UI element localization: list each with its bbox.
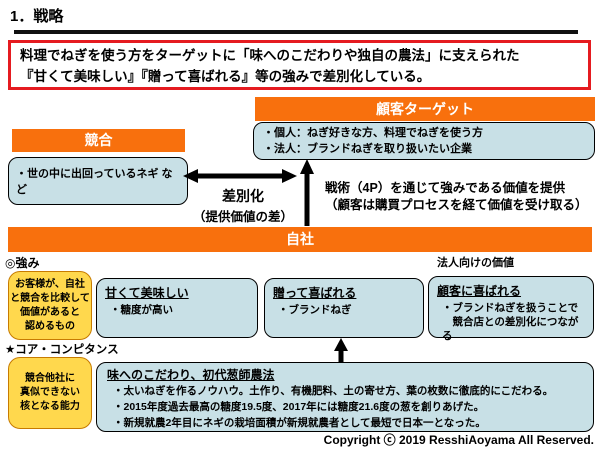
- core-competence-definition-box: 競合他社に 真似できない 核となる能力: [8, 357, 92, 429]
- strength-corporate-bullet-1: ・ブランドねぎを扱うことで: [442, 302, 579, 314]
- page-title: 1．戦略: [10, 8, 64, 25]
- strength-definition-line: お客様が、自社: [15, 278, 85, 290]
- strength-corporate-bullet-2: 競合店との差別化につながる: [442, 316, 579, 342]
- strength-box-corporate: 顧客に喜ばれる ・ブランドねぎを扱うことで 競合店との差別化につながる: [428, 276, 594, 342]
- strength-definition-box: お客様が、自社 と競合を比較して 価値があると 認めるもの: [8, 271, 92, 340]
- title-underline: [14, 30, 578, 34]
- differentiation-sublabel: （提供価値の差）: [192, 210, 293, 224]
- differentiation-label: 差別化: [222, 188, 264, 204]
- customer-item-corporate: ・法人：ブランドねぎを取り扱いたい企業: [263, 143, 472, 155]
- value-delivery-up-arrow-icon: [300, 159, 314, 226]
- tactics-line-1: 戦術（4P）を通じて強みである価値を提供: [325, 181, 566, 195]
- summary-line-2: 『甘くて美味しい』『贈って喜ばれる』等の強みで差別化している。: [20, 69, 431, 84]
- strength-corporate-title: 顧客に喜ばれる: [437, 284, 522, 298]
- core-competence-definition-line: 核となる能力: [20, 401, 80, 412]
- summary-line-1: 料理でねぎを使う方をターゲットに「味へのこだわりや独自の農法」に支えられた: [20, 48, 520, 63]
- strength-box-sweet: 甘くて美味しい ・糖度が高い: [96, 278, 258, 338]
- core-method-bullet-3: ・新規就農2年目にネギの栽培面積が新規就農者として最短で日本一となった。: [113, 417, 486, 429]
- core-competence-definition-line: 真似できない: [20, 387, 80, 398]
- strength-sweet-bullet: ・糖度が高い: [110, 304, 173, 316]
- strength-definition-line: 認めるもの: [25, 320, 75, 332]
- core-competence-label: ★コア・コンピタンス: [5, 344, 119, 356]
- differentiation-double-arrow-icon: [183, 169, 297, 183]
- tactics-line-2: （顧客は購買プロセスを経て価値を受け取る）: [325, 198, 588, 212]
- copyright-text: Copyright ⓒ 2019 ResshiAoyama All Reserv…: [323, 433, 594, 447]
- strategy-summary-box: 料理でねぎを使う方をターゲットに「味へのこだわりや独自の農法」に支えられた 『甘…: [8, 40, 591, 90]
- core-method-title: 味へのこだわり、初代葱師農法: [107, 368, 275, 382]
- strengths-label: ◎強み: [5, 256, 40, 270]
- method-link-up-arrow-icon: [334, 338, 348, 362]
- core-method-bullet-2: ・2015年度過去最高の糖度19.5度、2017年には糖度21.6度の葱を創りあ…: [113, 401, 485, 413]
- strength-gift-title: 贈って喜ばれる: [273, 286, 357, 300]
- strength-sweet-title: 甘くて美味しい: [105, 286, 189, 300]
- tactics-note: 戦術（4P）を通じて強みである価値を提供 （顧客は購買プロセスを経て価値を受け取…: [325, 180, 588, 214]
- core-competence-definition-line: 競合他社に: [25, 373, 75, 384]
- strength-definition-line: と競合を比較して: [10, 292, 90, 304]
- strength-box-gift: 贈って喜ばれる ・ブランドねぎ: [264, 278, 424, 338]
- customer-item-individual: ・個人：ねぎ好きな方、料理でねぎを使う方: [263, 127, 483, 139]
- customer-target-header: 顧客ターゲット: [255, 97, 595, 121]
- customer-target-box: ・個人：ねぎ好きな方、料理でねぎを使う方 ・法人：ブランドねぎを取り扱いたい企業: [253, 122, 595, 160]
- core-method-bullet-1: ・太いねぎを作るノウハウ。土作り、有機肥料、土の寄せ方、葉の枚数に徹底的にこだわ…: [113, 385, 554, 397]
- differentiation-labels: 差別化 （提供価値の差）: [178, 186, 308, 225]
- core-method-box: 味へのこだわり、初代葱師農法 ・太いねぎを作るノウハウ。土作り、有機肥料、土の寄…: [96, 362, 594, 432]
- corporate-value-label: 法人向けの価値: [437, 257, 514, 269]
- competitor-item: ・世の中に出回っているネギ など: [16, 168, 173, 196]
- strength-gift-bullet: ・ブランドねぎ: [278, 304, 352, 316]
- competitor-header: 競合: [12, 129, 185, 152]
- strength-definition-line: 価値があると: [20, 306, 80, 318]
- competitor-box: ・世の中に出回っているネギ など: [8, 157, 188, 205]
- company-header: 自社: [8, 227, 592, 252]
